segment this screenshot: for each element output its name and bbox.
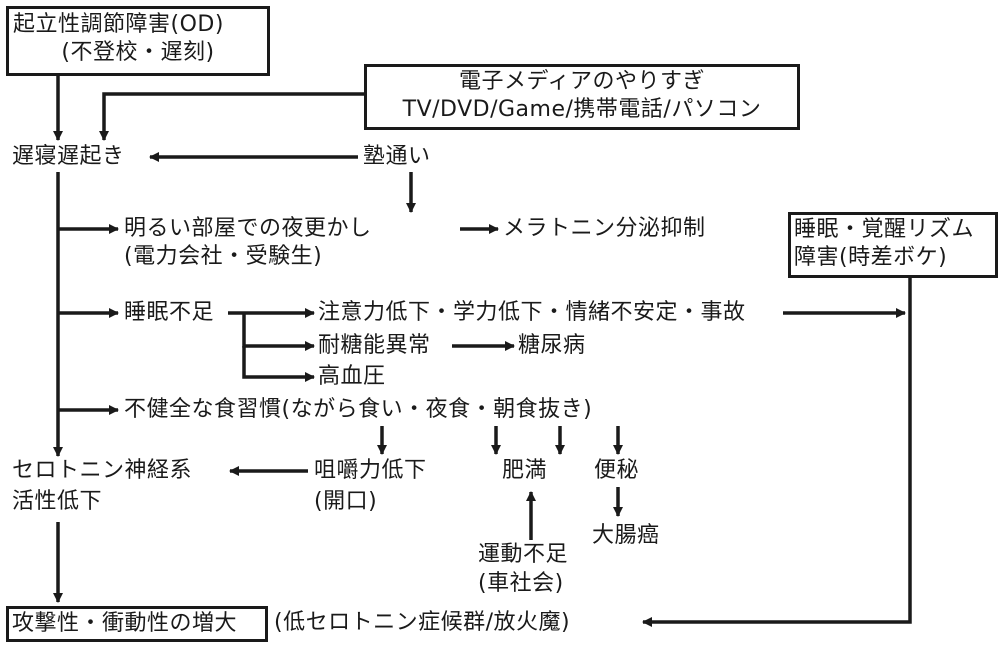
- node-bright-room-line1: 明るい部屋での夜更かし: [124, 216, 372, 241]
- node-colon-cancer: 大腸癌: [592, 523, 660, 548]
- node-exercise-line2: (車社会): [478, 571, 564, 596]
- node-attention: 注意力低下・学力低下・情緒不安定・事故: [318, 300, 746, 325]
- node-exercise-line1: 運動不足: [478, 542, 569, 567]
- node-serotonin-line2: 活性低下: [12, 489, 103, 514]
- edge-rhythm-to-low-serotonin: [642, 278, 912, 627]
- node-od-line1: 起立性調節障害(OD): [13, 12, 224, 37]
- node-aggression: 攻撃性・衝動性の増大: [6, 606, 268, 642]
- node-media-line2: TV/DVD/Game/携帯電話/パソコン: [402, 97, 762, 122]
- node-late-sleep: 遅寝遅起き: [12, 144, 125, 169]
- node-low-serotonin: (低セロトニン症候群/放火魔): [274, 610, 571, 635]
- node-glucose: 耐糖能異常: [318, 333, 431, 358]
- node-rhythm: 睡眠・覚醒リズム 障害(時差ボケ): [788, 212, 998, 278]
- node-rhythm-line1: 睡眠・覚醒リズム: [794, 217, 975, 242]
- node-chewing-line1: 咀嚼力低下: [314, 458, 427, 483]
- node-media: 電子メディアのやりすぎ TV/DVD/Game/携帯電話/パソコン: [364, 64, 800, 130]
- edge-sleep-to-glucose: [242, 313, 315, 351]
- edge-media-to-late-sleep: [99, 92, 365, 141]
- node-od: 起立性調節障害(OD) (不登校・遅刻): [6, 6, 270, 76]
- node-sleep-lack: 睡眠不足: [124, 300, 215, 325]
- edge-sleep-to-hypertension: [242, 346, 315, 382]
- node-bright-room-line2: (電力会社・受験生): [124, 244, 323, 269]
- node-media-line1: 電子メディアのやりすぎ: [459, 69, 705, 94]
- node-cram-school: 塾通い: [363, 144, 431, 169]
- node-diet: 不健全な食習慣(ながら食い・夜食・朝食抜き): [124, 397, 593, 422]
- node-od-line2: (不登校・遅刻): [61, 40, 215, 65]
- node-rhythm-line2: 障害(時差ボケ): [794, 245, 948, 270]
- node-constipation: 便秘: [594, 458, 640, 483]
- node-diabetes: 糖尿病: [518, 333, 586, 358]
- node-obesity: 肥満: [502, 458, 548, 483]
- node-melatonin: メラトニン分泌抑制: [503, 216, 706, 241]
- node-serotonin-line1: セロトニン神経系: [12, 458, 193, 483]
- node-hypertension: 高血圧: [318, 364, 386, 389]
- node-chewing-line2: (開口): [314, 489, 378, 514]
- node-aggression-label: 攻撃性・衝動性の増大: [12, 611, 238, 636]
